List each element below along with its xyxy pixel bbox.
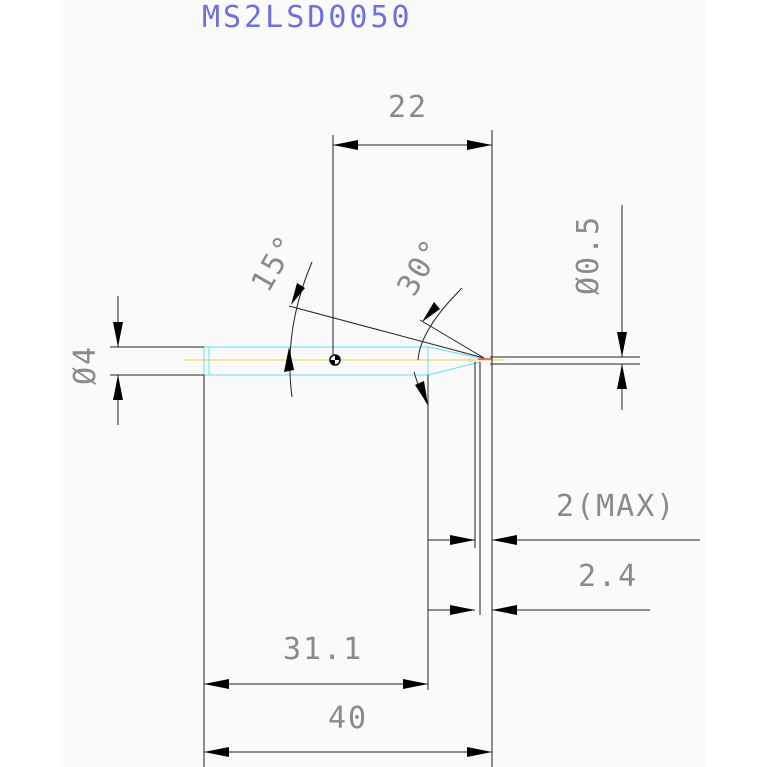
arrow-head	[492, 535, 517, 545]
arrow-head	[492, 605, 517, 615]
dimension-angle-30: 30°	[391, 232, 485, 406]
dimension-label-tip-diameter: Ø0.5	[571, 215, 606, 295]
dimension-label-22: 22	[388, 90, 428, 125]
arrow-head	[450, 605, 475, 615]
dimension-label-2-4: 2.4	[578, 559, 638, 594]
dimension-label-2max: 2(MAX)	[556, 489, 676, 524]
arrow-head	[403, 679, 428, 689]
arrow-head	[113, 322, 123, 347]
center-mark	[329, 354, 341, 366]
dimension-22: 22	[332, 90, 493, 767]
shank-body	[203, 346, 429, 376]
dimension-2-4: 2.4	[428, 559, 650, 615]
dimension-tip-diameter: Ø0.5	[490, 205, 640, 410]
arrow-head	[617, 332, 627, 357]
tip-extension-lines	[427, 362, 481, 690]
dimension-label-shank-diameter: Ø4	[68, 345, 103, 385]
arrow-head	[204, 747, 229, 757]
arrow-head	[415, 381, 428, 405]
arrow-head	[422, 302, 440, 322]
arrow-head	[333, 140, 358, 150]
arrow-head	[617, 364, 627, 389]
tool-outline	[203, 346, 481, 376]
dimension-shank-diameter: Ø4	[68, 296, 204, 425]
drawing-sheet	[60, 0, 706, 767]
dimension-label-31-1: 31.1	[283, 632, 363, 667]
dimension-40: 40	[204, 701, 492, 757]
arrow-head	[284, 347, 294, 372]
angle-label-30: 30°	[391, 232, 451, 302]
arrow-head	[291, 283, 305, 305]
arrow-head	[467, 140, 492, 150]
arrow-head	[450, 535, 475, 545]
dimension-label-40: 40	[328, 701, 368, 736]
dimension-31-1: 31.1	[203, 375, 428, 767]
arrow-head	[113, 375, 123, 400]
arrow-head	[467, 747, 492, 757]
part-number-title: MS2LSD0050	[202, 0, 413, 35]
dimension-2max: 2(MAX)	[428, 489, 700, 545]
arrow-head	[204, 679, 229, 689]
taper-bottom	[427, 361, 481, 376]
taper-top	[427, 346, 481, 359]
